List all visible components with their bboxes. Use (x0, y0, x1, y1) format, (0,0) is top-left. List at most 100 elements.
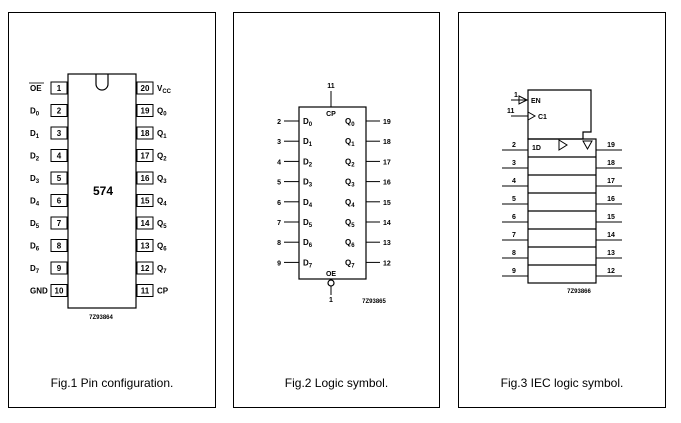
pin-name: D5 (30, 219, 40, 230)
pin-number: 13 (141, 242, 150, 251)
output-label: Q0 (345, 117, 355, 128)
pin-number: 15 (141, 197, 150, 206)
output-pin-number: 14 (383, 220, 391, 227)
pin-number: 4 (57, 152, 62, 161)
pin-number: 17 (141, 152, 150, 161)
output-19: 19 Q0 (345, 117, 391, 128)
output-pin-number: 19 (607, 142, 615, 149)
input-4: 4 D2 (277, 157, 313, 168)
input-label: D2 (303, 157, 313, 168)
pin-name: Q0 (157, 107, 167, 118)
pin-1: 1OE (29, 81, 68, 95)
pin-number: 19 (141, 107, 150, 116)
pin-8: 8D6 (30, 239, 68, 253)
output-pin-number: 18 (607, 160, 615, 167)
pin-box (50, 216, 68, 230)
pin-number: 8 (57, 242, 62, 251)
output-label: Q1 (345, 137, 355, 148)
pin-name: Q5 (157, 219, 167, 230)
pin-box (136, 239, 154, 252)
pin-box (136, 81, 154, 95)
pin-name: Q4 (157, 197, 167, 208)
pin-name: GND (30, 287, 48, 296)
pin-name: VCC (157, 84, 172, 95)
pin-number: 20 (141, 84, 150, 93)
pin-box (50, 284, 68, 297)
logic-block (298, 106, 367, 280)
pin-number: 5 (57, 174, 62, 183)
input-pin-number: 4 (277, 159, 281, 166)
pin-name: Q2 (157, 152, 167, 163)
pin-number: 18 (141, 129, 150, 138)
pin-box (136, 171, 154, 185)
pin-number: 7 (57, 219, 62, 228)
output-pin-number: 13 (383, 240, 391, 247)
pin-box (50, 104, 68, 117)
pin-box (136, 284, 154, 297)
pin-number: 16 (141, 174, 150, 183)
pin-7: 7 D5 (30, 216, 68, 230)
input-pin-number: 9 (512, 268, 516, 275)
fig1-caption: Fig.1 Pin configuration. (50, 376, 174, 390)
pin-box (50, 261, 68, 275)
en-triangle-icon (518, 95, 529, 105)
input-pin-number: 4 (512, 178, 516, 185)
input-pin-number: 3 (512, 160, 516, 167)
pin-name: D2 (30, 152, 40, 163)
pin-box (50, 149, 68, 162)
pin-number: 1 (57, 84, 62, 93)
input-pin-number: 7 (277, 220, 281, 227)
drawing-code: 7Z93864 (89, 315, 113, 321)
pin-box (50, 239, 68, 252)
pin-box (136, 104, 154, 117)
pin-15: 15 Q4 (136, 194, 167, 208)
en-label: EN (531, 98, 541, 105)
cp-label: CP (326, 111, 336, 118)
pin-name: D3 (30, 174, 40, 185)
pin-number: 12 (141, 264, 150, 273)
input-label: D4 (303, 198, 313, 209)
cp-pin-number: 11 (327, 83, 335, 90)
input-label: D1 (303, 137, 313, 148)
pin-number: 10 (55, 287, 64, 296)
drawing-code: 7Z93866 (567, 289, 591, 295)
clock-triangle-icon (527, 111, 537, 121)
pin-box (50, 171, 68, 185)
pin-6: 6D4 (30, 194, 68, 208)
output-label: Q3 (345, 178, 355, 189)
en-pin-number: 1 (514, 92, 518, 99)
output-pin-number: 19 (383, 119, 391, 126)
input-pin-number: 5 (277, 180, 281, 187)
pin-16: 16 Q3 (136, 171, 167, 185)
pin-box (50, 81, 68, 95)
input-label: D5 (303, 218, 313, 229)
input-pin-number: 8 (512, 250, 516, 257)
pin-name: Q1 (157, 129, 167, 140)
pin-2: 2D0 (30, 104, 68, 118)
pin-number: 2 (57, 107, 62, 116)
pin-name: Q3 (157, 174, 167, 185)
chip-package (67, 73, 137, 309)
pin-17: 17 Q2 (136, 149, 167, 163)
pin-3: 3D1 (30, 126, 68, 140)
pin-12: 12 Q7 (136, 261, 167, 275)
pin-number: 9 (57, 264, 62, 273)
pin-name: Q7 (157, 264, 167, 275)
c1-label: C1 (538, 114, 547, 121)
pin-18: 18 Q1 (136, 126, 167, 140)
output-label: Q7 (345, 258, 355, 269)
